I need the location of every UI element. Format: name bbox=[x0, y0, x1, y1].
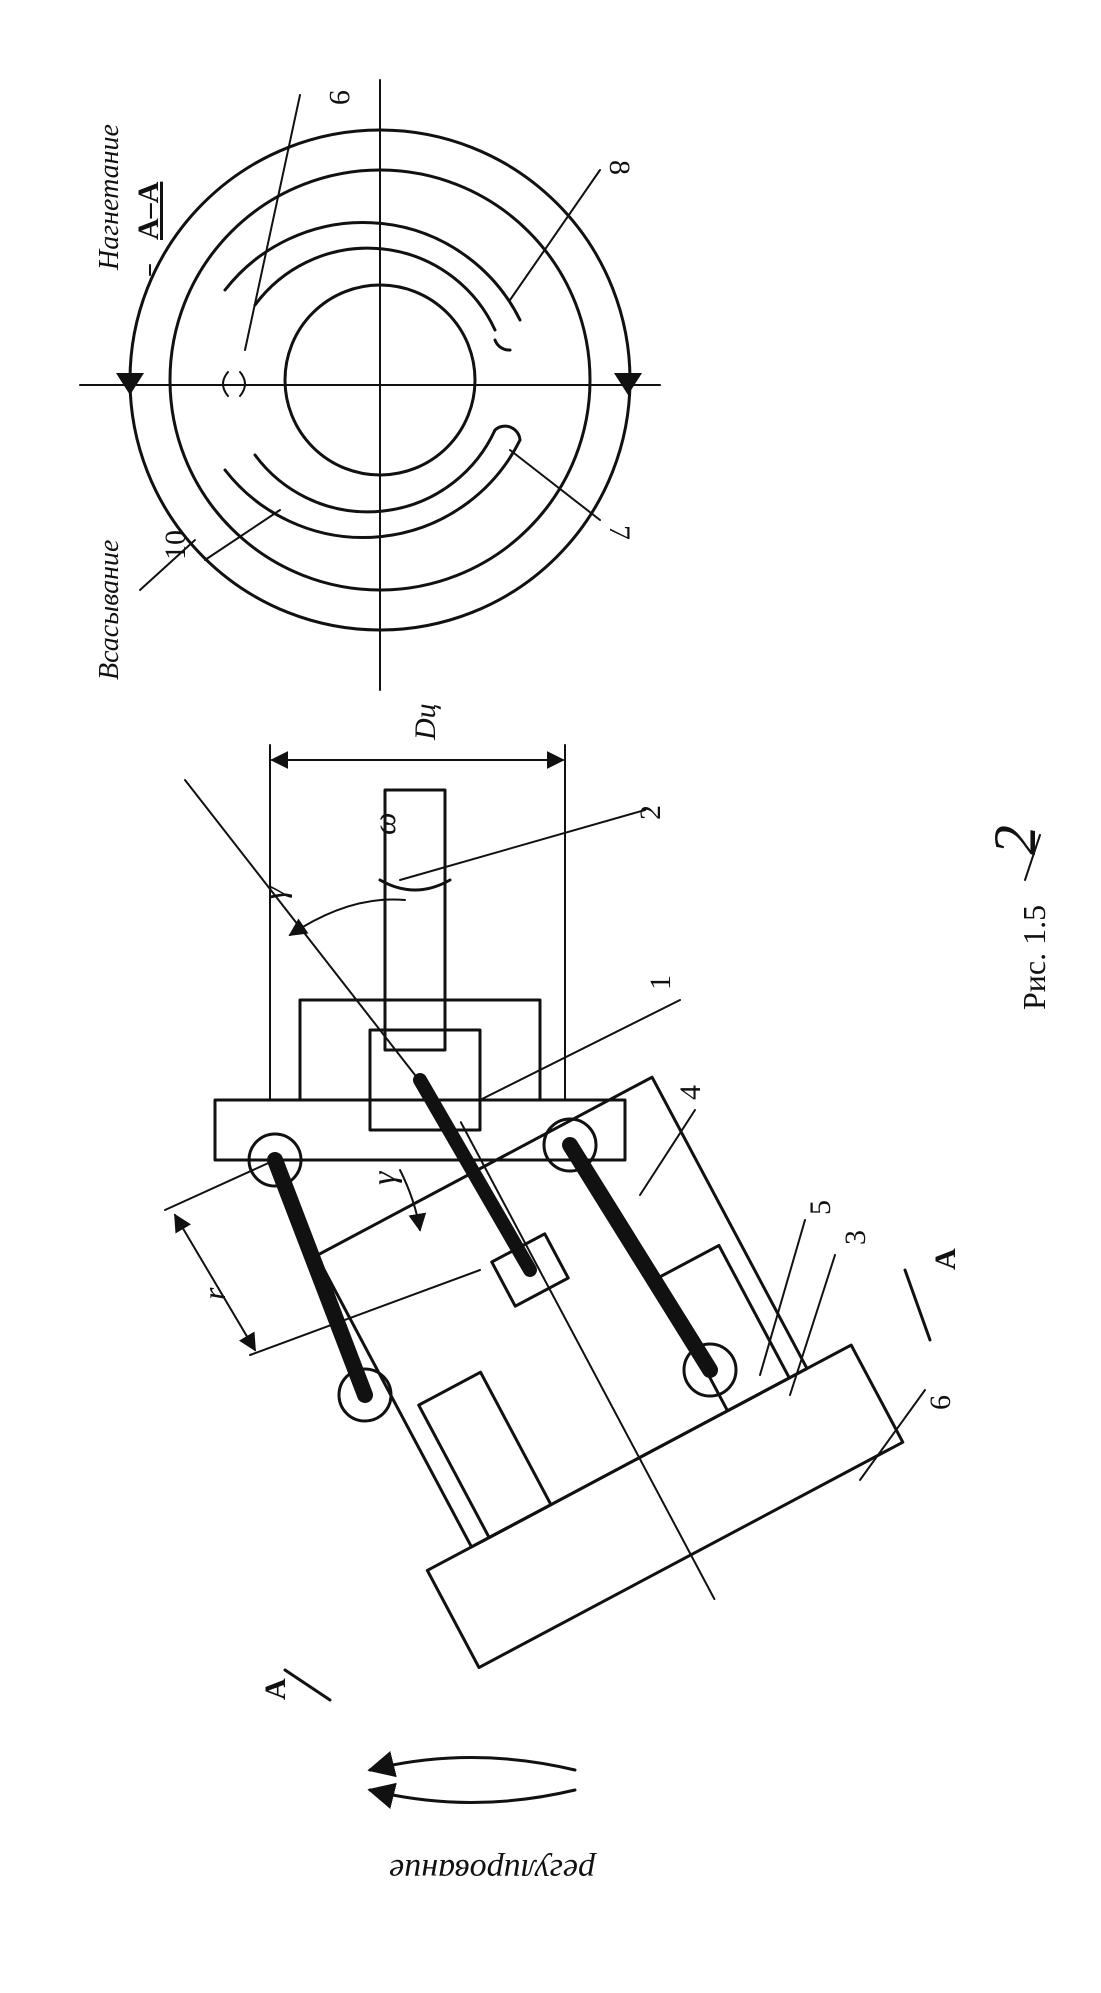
regulation-label: регулирование bbox=[389, 1852, 597, 1889]
suction-kidney-slot bbox=[223, 424, 522, 539]
callout-1: 1 bbox=[644, 975, 677, 990]
callout-10: 10 bbox=[159, 530, 192, 560]
boundary-arrow-left bbox=[116, 373, 144, 395]
r-ext-top bbox=[164, 1159, 276, 1211]
r-dimension-line bbox=[174, 1213, 256, 1352]
discharge-kidney-slot bbox=[223, 221, 522, 352]
connecting-rod-right bbox=[562, 1137, 718, 1378]
figure-caption: Рис. 1.5 2 bbox=[982, 825, 1052, 1010]
callout-6: 6 bbox=[924, 1395, 957, 1410]
piston-bore-left bbox=[417, 1370, 553, 1540]
leader-1 bbox=[479, 999, 681, 1101]
callout-7: 7 bbox=[603, 525, 636, 540]
ball-joint-bottom-right bbox=[682, 1342, 738, 1398]
leader-10 bbox=[204, 509, 281, 561]
dead-zone-mark bbox=[222, 371, 246, 397]
section-mark-line-right bbox=[903, 1268, 932, 1342]
regulation-arrow-bottom bbox=[367, 1782, 577, 1809]
omega-symbol: ω bbox=[366, 812, 402, 835]
connecting-rod-left bbox=[267, 1152, 373, 1403]
gamma-top: γ bbox=[256, 885, 293, 900]
section-a-a-view: 9 8 7 10 Нагнетание A–A Всасывание bbox=[79, 79, 661, 691]
section-mark-line-left bbox=[283, 1668, 332, 1702]
center-link bbox=[413, 1073, 537, 1277]
leader-9 bbox=[244, 94, 301, 351]
handwritten-number: 2 bbox=[982, 825, 1048, 855]
leader-8 bbox=[509, 169, 601, 301]
leader-6 bbox=[859, 1389, 926, 1481]
callout-5: 5 bbox=[804, 1200, 837, 1215]
ball-joint-top-left bbox=[247, 1132, 303, 1188]
leader-7 bbox=[509, 449, 601, 521]
callout-4: 4 bbox=[674, 1085, 707, 1100]
diameter-label: Dц bbox=[409, 703, 442, 741]
drive-housing bbox=[298, 998, 542, 1102]
suction-label: Всасывание bbox=[94, 540, 125, 680]
leader-suction bbox=[139, 539, 196, 591]
block-axis bbox=[459, 1121, 716, 1601]
callout-2: 2 bbox=[634, 805, 667, 820]
leader-5 bbox=[759, 1219, 806, 1376]
r-symbol: r bbox=[196, 1287, 232, 1300]
discharge-label: Нагнетание bbox=[94, 124, 125, 271]
gamma-arc-top bbox=[288, 898, 406, 936]
boundary-arrow-right bbox=[614, 373, 642, 395]
section-label: A–A bbox=[132, 181, 165, 240]
shaft-rotation-arrow bbox=[378, 878, 452, 892]
ball-joint-bottom-left bbox=[337, 1367, 393, 1423]
callout-9: 9 bbox=[323, 90, 356, 105]
section-mark-right: A bbox=[929, 1248, 962, 1270]
ball-joint-top-right bbox=[542, 1117, 598, 1173]
drive-shaft bbox=[383, 788, 447, 1052]
main-section-view: 1 2 3 4 5 6 γ γ ω r Dц A A регулирование bbox=[164, 703, 962, 1889]
caption-strike bbox=[1024, 834, 1041, 881]
callout-3: 3 bbox=[839, 1230, 872, 1245]
gamma-arc-bottom bbox=[399, 1169, 427, 1232]
regulation-arrow-top bbox=[367, 1751, 577, 1778]
section-mark-left: A bbox=[259, 1678, 292, 1700]
leader-2 bbox=[399, 809, 646, 881]
caption-text: Рис. 1.5 bbox=[1016, 905, 1052, 1010]
r-ext-bottom bbox=[249, 1269, 481, 1356]
center-joint bbox=[490, 1232, 570, 1308]
callout-8: 8 bbox=[603, 160, 636, 175]
gamma-bottom: γ bbox=[366, 1170, 403, 1185]
leader-4 bbox=[639, 1109, 696, 1196]
leader-3 bbox=[789, 1254, 836, 1396]
universal-joint-housing bbox=[368, 1028, 482, 1132]
